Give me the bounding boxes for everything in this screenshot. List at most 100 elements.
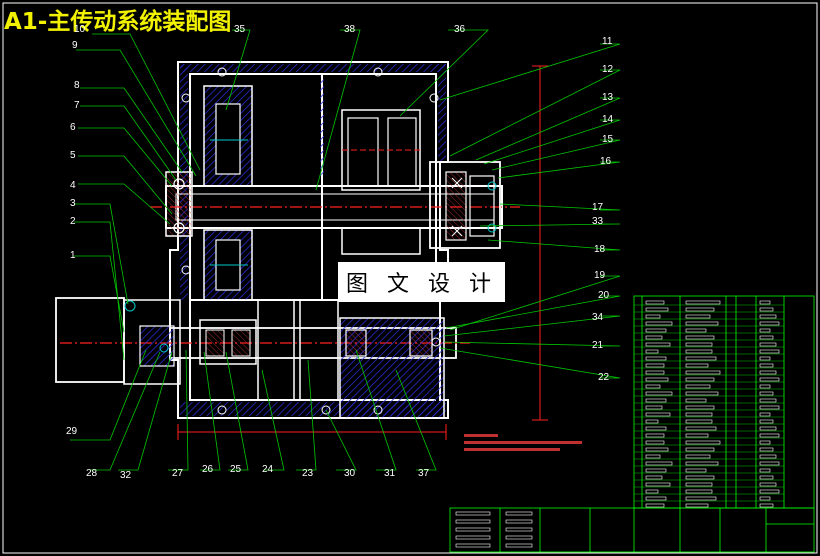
title-block-text [455,511,491,516]
title-block-text [505,511,533,516]
bearing-left-main [165,171,193,237]
table-cell-text [645,335,663,340]
title-block-text [455,519,491,524]
leader-lines [70,29,621,471]
table-cell-text [759,363,774,368]
table-cell-text [645,377,669,382]
part-label: 34 [592,312,604,323]
table-cell-text [645,419,659,424]
part-label: 18 [594,244,606,255]
part-label: 16 [600,156,612,167]
table-cell-text [645,356,667,361]
part-label: 27 [172,468,184,479]
table-cell-text [759,461,780,466]
table-cell-text [645,363,665,368]
part-label: 8 [74,80,80,91]
part-labels: 10 9 8 7 6 5 4 3 2 1 35 38 36 11 12 13 1… [66,24,614,481]
table-cell-text [685,468,707,473]
part-label: 4 [70,180,76,191]
table-cell-text [759,468,771,473]
watermark-overlay: 图 文 设 计 [338,262,505,302]
table-cell-text [645,307,669,312]
title-text: 主传动系统装配图 [47,9,232,35]
table-cell-text [685,405,715,410]
table-cell-text [645,342,671,347]
part-label: 31 [384,468,396,479]
title-block [449,507,815,553]
table-cell-text [645,405,663,410]
title-block-text [455,527,491,532]
part-label: 17 [592,202,604,213]
part-label: 21 [592,340,604,351]
table-cell-text [645,440,665,445]
table-cell-text [685,328,707,333]
table-cell-text [685,377,715,382]
input-coupling [55,297,181,385]
table-cell-text [759,405,780,410]
table-cell-text [685,356,717,361]
part-label: 3 [70,198,76,209]
housing-bolts [181,67,441,415]
table-cell-text [759,391,774,396]
title-block-text [455,543,491,548]
part-label: 12 [602,64,614,75]
table-cell-text [645,447,669,452]
part-label: 28 [86,468,98,479]
table-cell-text [645,489,659,494]
table-cell-text [645,496,667,501]
gear-35 [203,85,253,301]
part-label: 20 [598,290,610,301]
part-label: 5 [70,150,76,161]
title-block-text [505,527,533,532]
table-cell-text [645,426,667,431]
table-cell-text [759,440,771,445]
table-cell-text [759,321,780,326]
table-cell-text [645,328,667,333]
title-code: A1- [4,9,48,35]
table-cell-text [685,370,721,375]
part-label: 26 [202,464,214,475]
table-cell-text [759,475,774,480]
table-cell-text [685,335,715,340]
part-label: 35 [234,24,246,35]
table-cell-text [685,426,717,431]
table-cell-text [645,468,667,473]
table-cell-text [685,300,721,305]
table-cell-text [645,412,671,417]
part-label: 1 [70,250,76,261]
table-cell-text [685,384,711,389]
table-cell-text [759,503,774,508]
table-cell-text [685,419,713,424]
table-cell-text [645,300,665,305]
dimension-lines [177,65,548,440]
part-label: 23 [302,468,314,479]
parts-list-rows [634,300,784,509]
table-cell-text [645,391,673,396]
part-label: 38 [344,24,356,35]
table-cell-text [645,433,665,438]
table-cell-text [685,489,713,494]
part-label: 24 [262,464,274,475]
table-cell-text [645,482,671,487]
part-label: 9 [72,40,78,51]
technical-notes [464,434,582,451]
part-label: 13 [602,92,614,103]
table-cell-text [759,342,777,347]
table-cell-text [685,412,713,417]
table-cell-text [685,447,715,452]
table-cell-text [759,356,771,361]
part-label: 36 [454,24,466,35]
table-cell-text [685,391,719,396]
title-block-text [505,535,533,540]
part-label: 6 [70,122,76,133]
table-cell-text [759,349,780,354]
table-cell-text [759,426,777,431]
part-label: 37 [418,468,430,479]
table-cell-text [759,307,774,312]
part-label: 10 [74,24,86,35]
table-cell-text [759,300,771,305]
drawing-title: A1-主传动系统装配图 [4,2,231,36]
title-block-text [505,519,533,524]
